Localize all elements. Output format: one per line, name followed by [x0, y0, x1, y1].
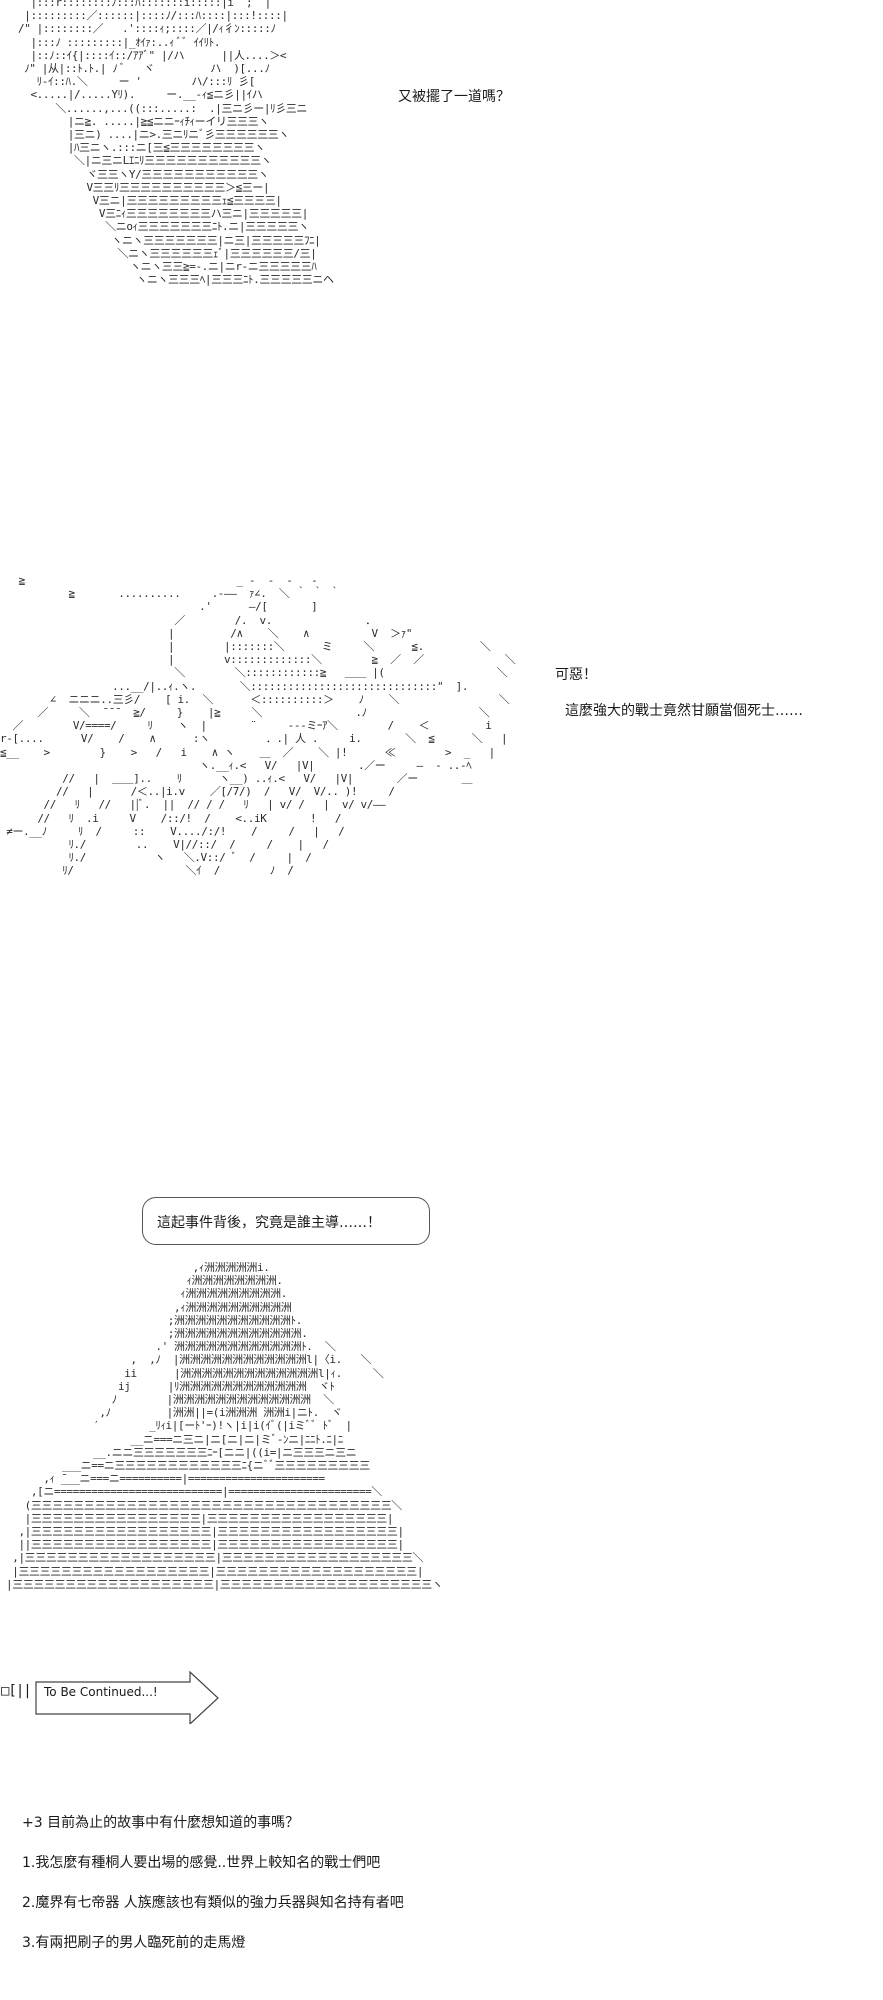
speech-line-panel1: 又被擺了一道嗎？ — [398, 89, 510, 105]
speech-line-panel2-b: 這麼強大的戰士竟然甘願當個死士…… — [565, 703, 803, 719]
notes-item: 3.有兩把刷子的男人臨死前的走馬燈 — [22, 1935, 246, 1951]
to-be-continued-banner: □[|| To Be Continued...! — [0, 1664, 230, 1724]
notes-section: +3 目前為止的故事中有什麼想知道的事嗎？ 1.我怎麼有種桐人要出場的感覺..世… — [22, 1812, 404, 1972]
ascii-art-fighting-warrior: ≧ _ - - - - ≧ .......... .-―― ｧ∠. ＼ ｀ ｀ … — [0, 574, 516, 878]
tbc-label: To Be Continued...! — [44, 1685, 158, 1699]
tbc-marks: □[|| — [1, 1683, 32, 1699]
ascii-art-smirking-figure: |:::r::::::::ﾉ:::ﾊ:::::::i:::::|i ; | |:… — [18, 0, 334, 287]
notes-item: 1.我怎麼有種桐人要出場的感覺..世界上較知名的戰士們吧 — [22, 1855, 381, 1871]
arrow-right-icon — [35, 1670, 219, 1724]
speech-bubble-text: 這起事件背後，究竟是誰主導……！ — [157, 1215, 381, 1231]
notes-heading: +3 目前為止的故事中有什麼想知道的事嗎？ — [22, 1815, 300, 1831]
ascii-art-silhouette-figure: ,ｨ洲洲洲洲洲i. ｨ洲洲洲洲洲洲洲洲. ｨ洲洲洲洲洲洲洲洲洲. ,ｨ洲洲洲洲洲… — [6, 1261, 443, 1591]
speech-line-panel2-a: 可惡！ — [555, 667, 597, 683]
speech-bubble: 這起事件背後，究竟是誰主導……！ — [142, 1197, 430, 1245]
notes-item: 2.魔界有七帝器 人族應該也有類似的強力兵器與知名持有者吧 — [22, 1895, 404, 1911]
